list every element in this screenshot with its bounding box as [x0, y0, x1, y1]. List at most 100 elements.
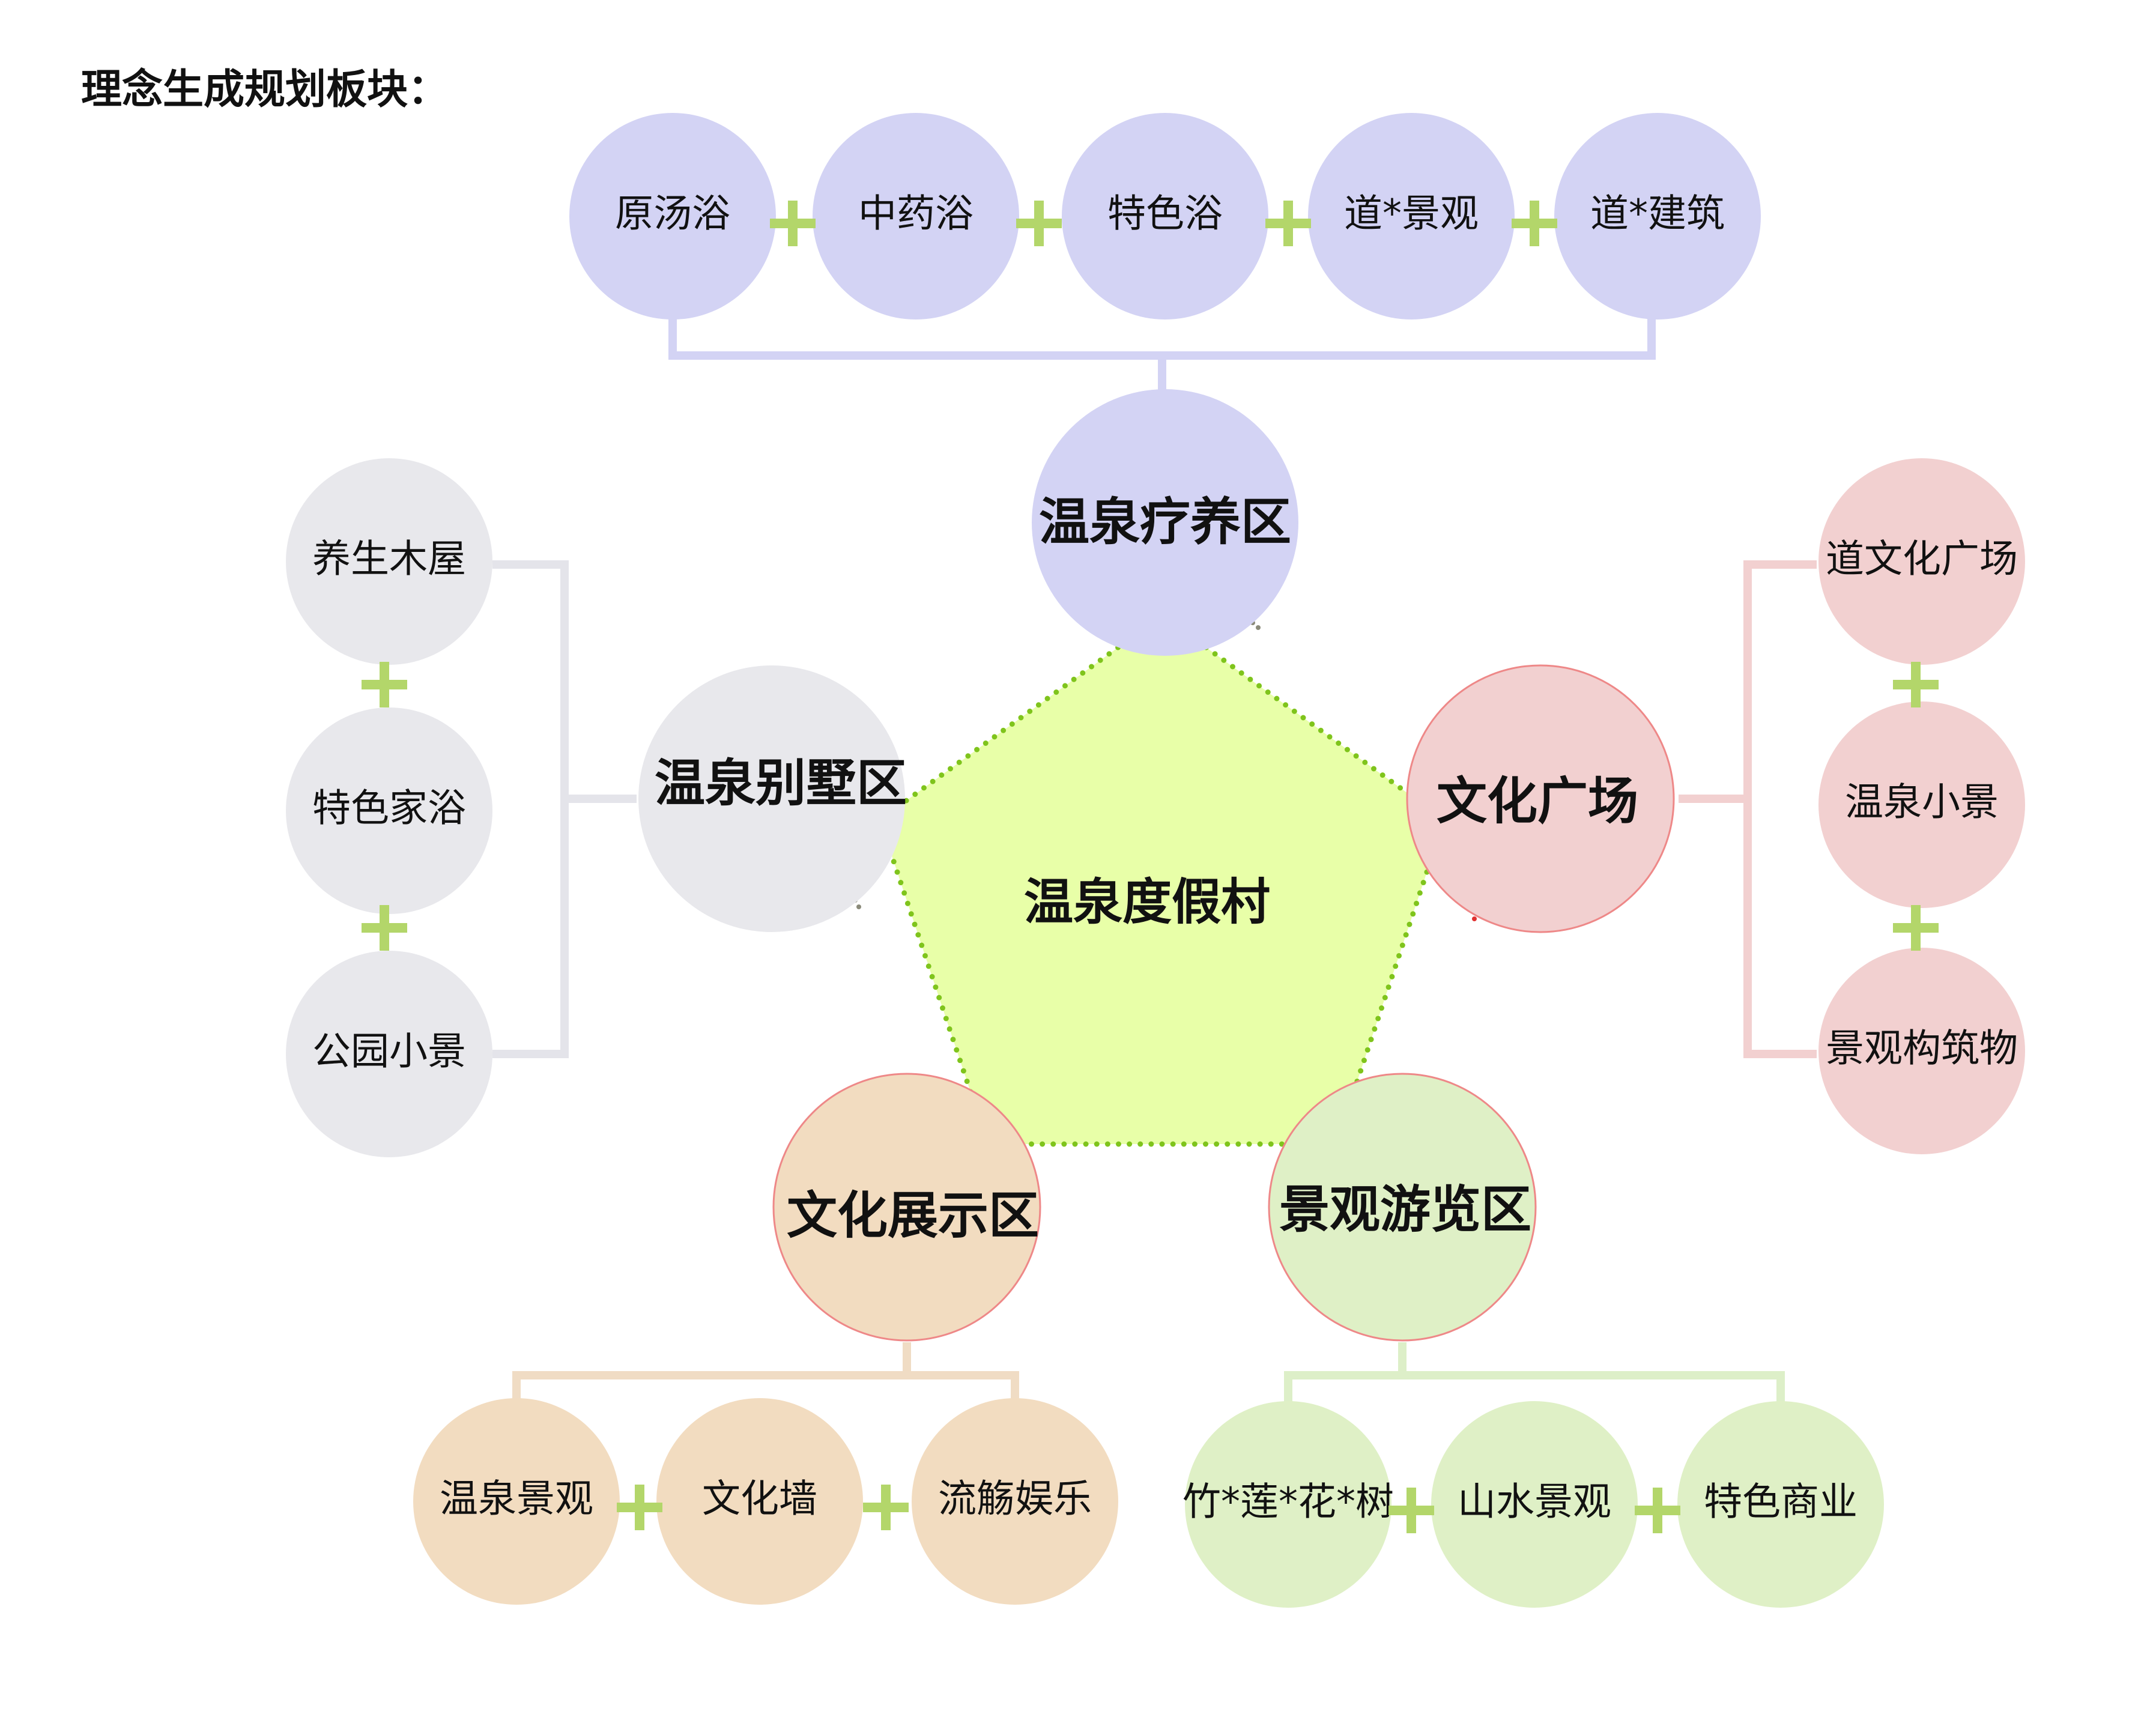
- border-dot: [1116, 1141, 1121, 1147]
- border-dot: [908, 911, 914, 917]
- border-dot: [1407, 921, 1413, 927]
- scenic-item-label: 竹*莲*花*树: [1182, 1480, 1394, 1525]
- border-dot: [1420, 880, 1426, 886]
- border-dot: [1318, 727, 1324, 733]
- border-dot: [1403, 932, 1409, 938]
- border-dot: [904, 900, 910, 906]
- plaza-item-circle: [1818, 458, 2025, 665]
- villa-item-label: 特色家浴: [312, 787, 466, 831]
- border-dot: [1368, 1037, 1374, 1043]
- border-dot: [964, 1078, 970, 1084]
- scenic-item-label: 山水景观: [1458, 1480, 1611, 1525]
- zone-circle-spa: [1032, 389, 1298, 656]
- exhibit-item-label: 流觞娱乐: [938, 1477, 1092, 1522]
- villa-item-label: 公园小景: [312, 1030, 466, 1074]
- border-dot: [922, 952, 928, 958]
- border-dot: [1061, 1141, 1067, 1147]
- border-dot: [1080, 670, 1086, 676]
- border-dot: [891, 859, 897, 865]
- spa-item-circle: [569, 113, 776, 319]
- border-dot: [1035, 702, 1041, 708]
- border-dot: [1410, 911, 1416, 917]
- border-dot: [929, 974, 935, 980]
- border-dot: [912, 921, 918, 927]
- border-dot: [1327, 734, 1333, 740]
- plaza-item-label: 温泉小景: [1845, 781, 1999, 825]
- border-dot: [1203, 1141, 1208, 1147]
- border-dot: [1265, 689, 1271, 695]
- border-dot: [1353, 753, 1359, 759]
- border-dot: [1053, 689, 1059, 695]
- border-dot: [940, 1005, 946, 1011]
- border-dot: [915, 932, 921, 938]
- zone-circle-scenic: [1268, 1073, 1537, 1342]
- border-dot: [912, 792, 918, 797]
- zone-label-villa: 温泉别墅区: [655, 754, 907, 813]
- connector-line: [1743, 560, 1817, 1058]
- border-dot: [1083, 1141, 1089, 1147]
- border-dot: [1159, 1141, 1165, 1147]
- border-dot: [1062, 683, 1068, 689]
- border-dot: [1246, 1141, 1252, 1147]
- border-dot: [1247, 676, 1253, 682]
- border-dot: [1300, 715, 1306, 721]
- border-dot: [898, 880, 904, 886]
- border-dot: [1089, 664, 1094, 670]
- zone-label-scenic: 景观游览区: [1279, 1180, 1531, 1239]
- border-dot: [946, 1026, 952, 1032]
- zone-label-exhibit: 文化展示区: [787, 1186, 1039, 1245]
- border-dot: [1212, 651, 1218, 657]
- border-dot: [1375, 1016, 1381, 1022]
- border-dot: [1181, 1141, 1187, 1147]
- border-dot: [1268, 1141, 1274, 1147]
- border-dot: [1040, 1141, 1046, 1147]
- exhibit-item-circle: [413, 1398, 620, 1605]
- border-dot: [1291, 708, 1297, 714]
- villa-item-circle: [286, 707, 492, 914]
- border-dot: [933, 984, 939, 990]
- border-dot: [1362, 759, 1368, 765]
- border-dot: [1371, 766, 1376, 772]
- spa-item-circle: [1554, 113, 1761, 319]
- border-dot: [1009, 721, 1015, 727]
- exhibit-item-label: 温泉景观: [440, 1477, 593, 1522]
- villa-item-circle: [286, 458, 492, 665]
- border-dot: [1358, 1068, 1364, 1074]
- border-dot: [894, 869, 900, 875]
- plus-icon: [1265, 201, 1311, 246]
- villa-item-circle: [286, 951, 492, 1157]
- border-dot: [1257, 1141, 1263, 1147]
- spa-item-label: 中药浴: [858, 192, 974, 237]
- border-dot: [992, 734, 998, 740]
- border-dot: [948, 766, 953, 772]
- border-dot: [901, 890, 907, 896]
- border-dot: [1001, 727, 1007, 733]
- border-dot: [950, 1037, 956, 1043]
- border-dot: [1106, 651, 1112, 657]
- border-dot: [943, 1016, 949, 1022]
- border-dot: [1027, 708, 1033, 714]
- scenic-item-circle: [1185, 1401, 1391, 1608]
- border-dot: [1050, 1141, 1056, 1147]
- zone-circle-villa: [638, 665, 905, 932]
- border-dot: [965, 753, 971, 759]
- border-dot: [939, 772, 945, 778]
- zone-circle-exhibit: [772, 1073, 1041, 1342]
- border-dot: [1393, 963, 1399, 969]
- border-dot: [1094, 1141, 1100, 1147]
- border-dot: [960, 1068, 966, 1074]
- border-dot: [1309, 721, 1315, 727]
- accent-dot: [856, 904, 861, 909]
- border-dot: [1361, 1058, 1367, 1064]
- accent-dot: [1472, 916, 1477, 921]
- border-dot: [983, 740, 989, 746]
- border-dot: [1417, 890, 1423, 896]
- scenic-item-label: 特色商业: [1704, 1480, 1858, 1525]
- zone-label-spa: 温泉疗养区: [1039, 492, 1291, 551]
- zone-label-plaza: 文化广场: [1437, 772, 1638, 831]
- border-dot: [921, 785, 927, 791]
- scenic-item-circle: [1677, 1401, 1884, 1608]
- spa-item-label: 特色浴: [1107, 192, 1223, 237]
- border-dot: [1379, 772, 1385, 778]
- plus-icon: [1512, 201, 1557, 246]
